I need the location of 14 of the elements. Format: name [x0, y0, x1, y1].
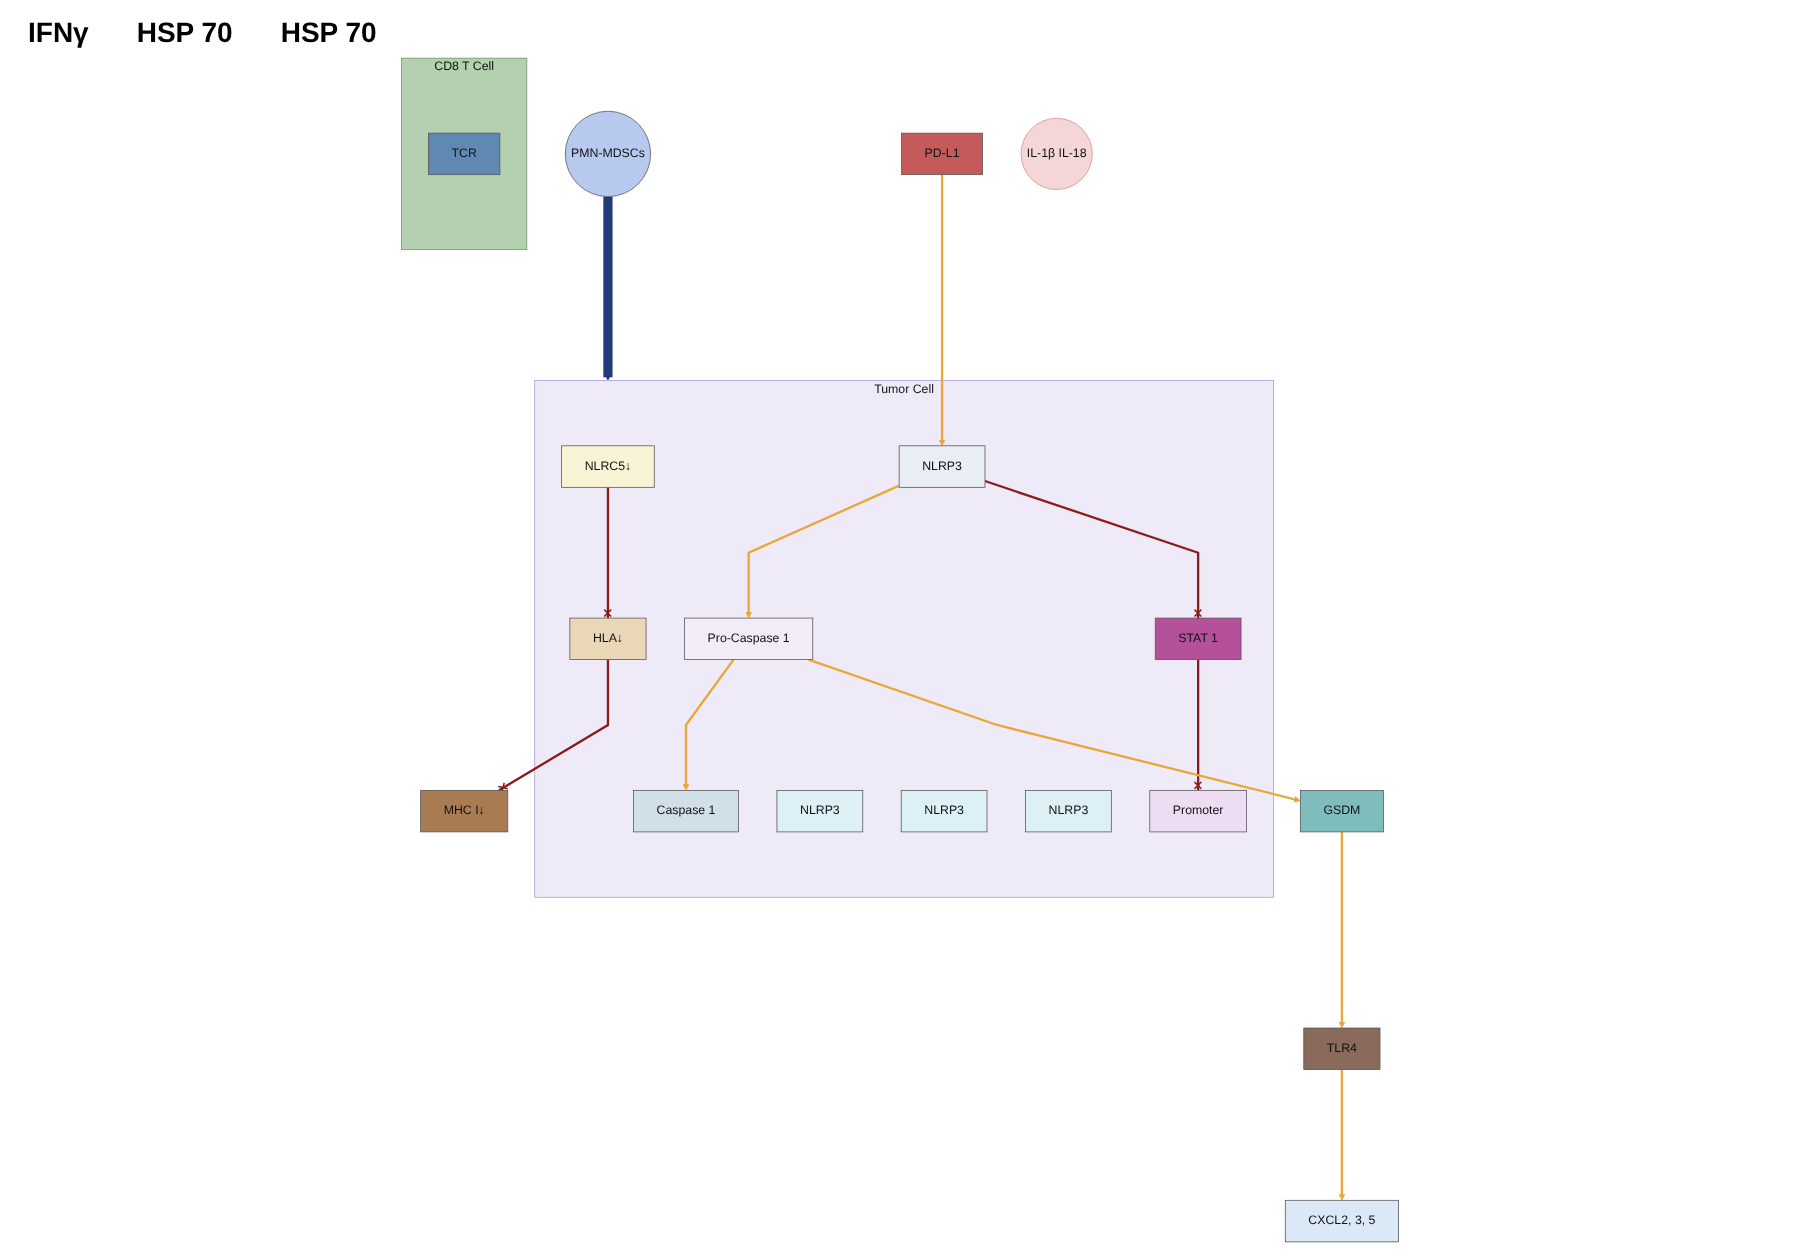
arrow — [1338, 831, 1346, 1029]
arrow — [938, 174, 946, 447]
annotation-label: IFNγ — [28, 16, 89, 48]
connector — [1193, 659, 1203, 791]
annotation-label: HSP 70 — [136, 16, 233, 48]
connector — [603, 487, 612, 619]
arrow — [1338, 1069, 1346, 1201]
arrow — [603, 196, 613, 381]
connector — [497, 659, 610, 794]
connector — [984, 479, 1203, 619]
annotation-label: HSP 70 — [280, 16, 377, 48]
arrow — [808, 658, 1301, 803]
arrow — [745, 484, 900, 619]
arrow — [682, 658, 735, 791]
